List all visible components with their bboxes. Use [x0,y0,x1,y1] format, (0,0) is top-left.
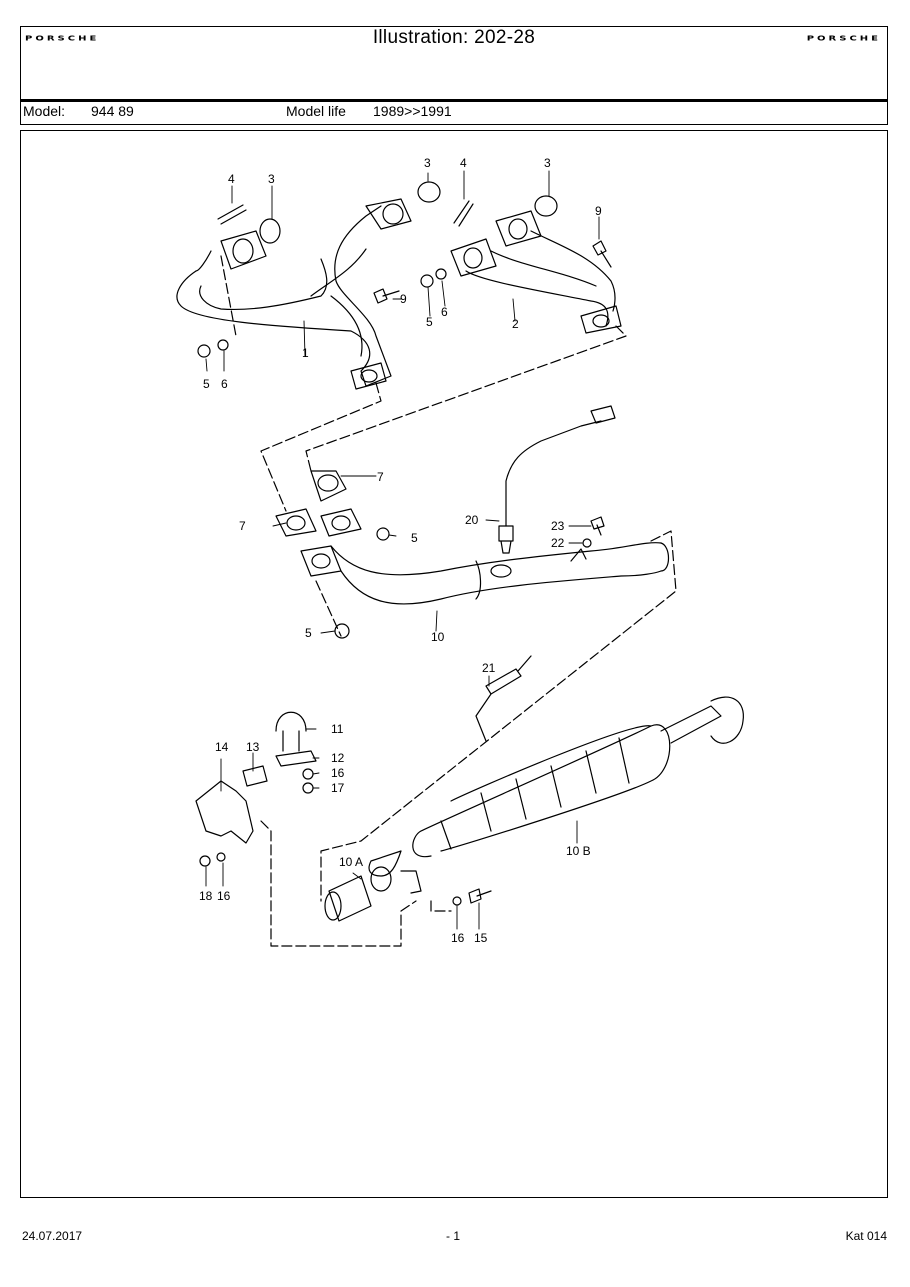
nut-5a [197,344,211,358]
part-label-9b: 9 [595,204,602,218]
page-number: - 1 [446,1229,461,1243]
part-label-5a: 5 [203,377,210,391]
sensor-21 [475,655,532,742]
part-label-12: 12 [331,751,345,765]
nut-5d [334,623,350,639]
bolt-15 [468,888,492,904]
part-label-20: 20 [465,513,479,527]
bolt-9b [592,240,612,268]
part-label-11: 11 [331,722,344,736]
part-label-14: 14 [215,740,229,754]
part-label-4a: 4 [228,172,235,186]
part-label-7a: 7 [377,470,384,484]
part-label-4b: 4 [460,156,467,170]
illustration-title: Illustration: 202-28 [372,27,536,48]
part-label-16-top: 16 [331,766,345,780]
u-bolt-11 [275,711,307,752]
bolt-23 [590,516,605,536]
part-label-3b: 3 [424,156,431,170]
part-label-21: 21 [482,661,496,675]
part-label-15: 15 [474,931,488,945]
clamp-12 [275,750,317,767]
front-exhaust-pipe [275,470,670,605]
part-label-16-left: 16 [217,889,231,903]
model-life-value: 1989>>1991 [373,103,452,119]
bracket-14 [195,780,254,844]
porsche-logo-right: PORSCHE [806,34,881,43]
part-label-5d: 5 [305,626,312,640]
part-label-7b: 7 [239,519,246,533]
porsche-logo-left: PORSCHE [25,34,100,43]
nut-5b [420,274,434,288]
washer-22 [582,538,592,548]
gasket-ring-3c [534,195,558,217]
part-label-23: 23 [551,519,565,533]
washer-16-left [216,852,226,862]
part-label-5b: 5 [426,315,433,329]
washer-16-top [302,768,314,780]
gasket-ring-3b [417,181,441,203]
nut-17 [302,782,314,794]
catalytic-converter [368,696,744,894]
leader-lines [205,170,600,930]
exploded-parts-diagram: 1 2 3 3 3 4 4 5 6 5 6 9 9 7 7 5 5 10 20 … [20,130,888,1198]
washer-6b [435,268,447,280]
nut-18 [199,855,211,867]
part-label-6b: 6 [441,305,448,319]
washer-16-bottom [452,896,462,906]
model-value: 944 89 [91,103,134,119]
part-labels: 1 2 3 3 3 4 4 5 6 5 6 9 9 7 7 5 5 10 20 … [199,156,602,945]
stud-4a [217,204,247,225]
header-divider [21,99,887,102]
part-label-6a: 6 [221,377,228,391]
manifold-right [450,210,622,334]
washer-6a [217,339,229,351]
model-label: Model: [23,103,66,119]
part-label-2: 2 [512,317,519,331]
bush-13 [242,765,268,787]
part-label-10: 10 [431,630,445,644]
stud-4b [453,200,474,227]
part-label-16-bottom: 16 [451,931,465,945]
pipe-coupling-10a [324,866,392,922]
gasket-ring-3a [259,218,281,244]
part-label-9a: 9 [400,292,407,306]
part-label-1: 1 [302,346,309,360]
part-label-18: 18 [199,889,213,903]
part-label-3a: 3 [268,172,275,186]
bolt-9a [373,288,400,304]
nut-5c [376,527,390,541]
part-label-22: 22 [551,536,565,550]
print-date: 24.07.2017 [22,1229,83,1243]
page-header: PORSCHE Illustration: 202-28 PORSCHE Mod… [20,26,888,125]
part-label-3c: 3 [544,156,551,170]
oxygen-sensor [498,405,616,554]
part-label-10a: 10 A [339,855,363,869]
part-label-10b: 10 B [566,844,591,858]
model-life-label: Model life [286,103,346,119]
part-label-17: 17 [331,781,345,795]
manifold-left [176,198,412,390]
diagram-svg: 1 2 3 3 3 4 4 5 6 5 6 9 9 7 7 5 5 10 20 … [176,156,744,947]
part-label-5c: 5 [411,531,418,545]
part-label-13: 13 [246,740,260,754]
catalog-code: Kat 014 [845,1229,887,1243]
